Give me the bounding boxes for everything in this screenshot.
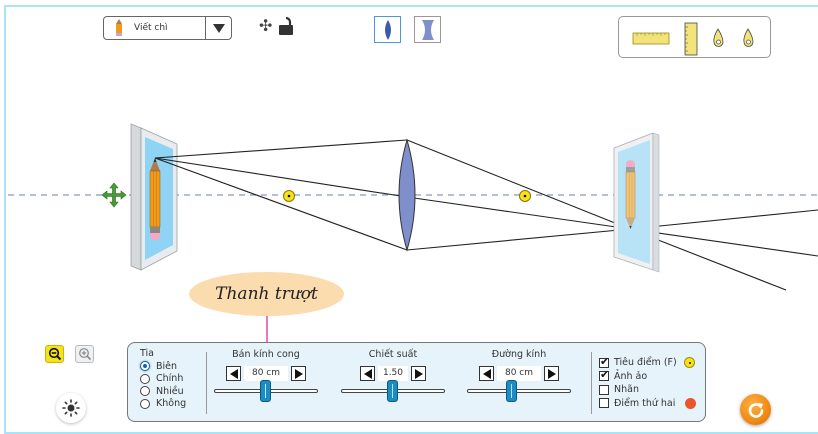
drawing-tool-value: Viết chì [134, 23, 168, 33]
radio-label: Không [156, 398, 187, 410]
second-point-legend-icon [685, 398, 696, 409]
slider-title: Đường kính [491, 349, 547, 360]
option-focal-point[interactable]: Tiêu điểm (F) [599, 355, 677, 370]
focal-point-right[interactable] [519, 190, 531, 202]
radio-label: Biên [156, 360, 178, 372]
radio-button[interactable] [140, 386, 150, 397]
arrow-left-icon [363, 368, 372, 379]
diverging-lens-button[interactable] [414, 16, 441, 43]
arrow-right-icon [294, 368, 303, 379]
image-pencil [625, 160, 636, 229]
increment-button[interactable] [544, 366, 559, 381]
checkbox[interactable] [599, 384, 609, 395]
arrow-right-icon [547, 368, 556, 379]
chevron-down-icon [212, 23, 225, 33]
measurement-tools [618, 16, 771, 58]
checkbox-label: Ảnh ảo [614, 370, 648, 382]
marker-pin-icon[interactable] [743, 28, 754, 47]
radius-slider-thumb[interactable] [260, 380, 271, 402]
zoom-out-icon [48, 347, 61, 361]
diameter-control: Đường kính 80 cm [464, 349, 574, 402]
diameter-value: 80 cm [497, 366, 541, 381]
diameter-slider-thumb[interactable] [505, 380, 517, 402]
radio-label: Nhiều [156, 385, 184, 397]
reset-icon [748, 402, 763, 418]
focal-point-legend-icon [684, 357, 695, 368]
divider [206, 352, 207, 414]
checkbox-label: Nhãn [614, 384, 639, 396]
ray-options-title: Tia [140, 348, 154, 359]
checkbox[interactable] [599, 368, 609, 382]
ray-option-khong[interactable]: Không [140, 398, 186, 411]
decrement-button[interactable] [226, 366, 241, 381]
arrow-left-icon [482, 368, 491, 379]
checkbox[interactable] [599, 355, 609, 368]
convex-lens-icon [384, 19, 391, 40]
option-virtual-image[interactable]: Ảnh ảo [599, 368, 677, 384]
increment-button[interactable] [291, 366, 306, 381]
refractive-index-slider-track[interactable] [341, 380, 445, 402]
checkbox-label: Tiêu điểm (F) [614, 357, 677, 369]
zoom-out-button[interactable] [45, 345, 64, 363]
decrement-button[interactable] [479, 366, 494, 381]
radio-button[interactable] [140, 398, 150, 409]
dropdown-toggle[interactable] [205, 17, 231, 39]
sun-icon [62, 399, 80, 417]
decrement-button[interactable] [360, 366, 375, 381]
refractive-index-value: 1.50 [378, 366, 408, 381]
horizontal-ruler-icon[interactable] [632, 32, 670, 45]
arrow-right-icon [414, 368, 423, 379]
radio-button[interactable] [140, 373, 150, 384]
drawing-tool-dropdown[interactable]: Viết chì [103, 16, 232, 40]
diameter-slider-track[interactable] [467, 380, 571, 402]
image-frame[interactable] [613, 132, 660, 273]
slider-title: Bán kính cong [232, 349, 300, 360]
divider [591, 352, 592, 414]
slider-title: Chiết suất [368, 349, 418, 360]
refractive-index-control: Chiết suất 1.50 [338, 349, 448, 402]
marker-pin-icon[interactable] [713, 28, 724, 47]
focal-point-left[interactable] [283, 190, 295, 202]
slider-callout: Thanh trượt [189, 272, 344, 316]
option-second-point[interactable]: Điểm thứ hai [599, 397, 677, 411]
checkbox[interactable] [599, 398, 609, 409]
unlock-icon[interactable] [278, 16, 294, 36]
converging-lens-button[interactable] [374, 16, 401, 43]
brightness-button[interactable] [56, 393, 86, 423]
radius-of-curvature-control: Bán kính cong 80 cm [211, 349, 321, 402]
ray-options: Tia Biên Chính Nhiều Không [140, 348, 186, 410]
option-labels[interactable]: Nhãn [599, 383, 677, 397]
move-arrows-icon[interactable]: ✣ [259, 16, 273, 35]
radio-label: Chính [156, 373, 184, 385]
ray-option-bien[interactable]: Biên [140, 360, 186, 373]
ray-option-nhieu[interactable]: Nhiều [140, 385, 186, 398]
concave-lens-icon [421, 19, 434, 40]
vertical-ruler-icon[interactable] [684, 22, 698, 56]
zoom-in-icon [78, 348, 91, 361]
radio-button[interactable] [140, 361, 150, 372]
reset-button[interactable] [740, 394, 771, 425]
checkbox-label: Điểm thứ hai [614, 397, 676, 409]
display-options: Tiêu điểm (F) Ảnh ảo Nhãn Điểm thứ hai [599, 355, 696, 411]
light-rays [154, 139, 818, 291]
control-panel: Tia Biên Chính Nhiều Không Bán kính cong… [127, 342, 706, 422]
convex-lens[interactable] [398, 138, 416, 252]
pencil-icon [116, 19, 122, 36]
ray-option-chinh[interactable]: Chính [140, 373, 186, 386]
zoom-in-button[interactable] [75, 345, 94, 363]
move-object-handle[interactable] [101, 182, 127, 208]
object-pencil[interactable] [149, 158, 161, 240]
increment-button[interactable] [411, 366, 426, 381]
radius-value: 80 cm [244, 366, 288, 381]
radius-slider-track[interactable] [214, 380, 318, 402]
arrow-left-icon [229, 368, 238, 379]
refractive-index-slider-thumb[interactable] [387, 380, 398, 402]
